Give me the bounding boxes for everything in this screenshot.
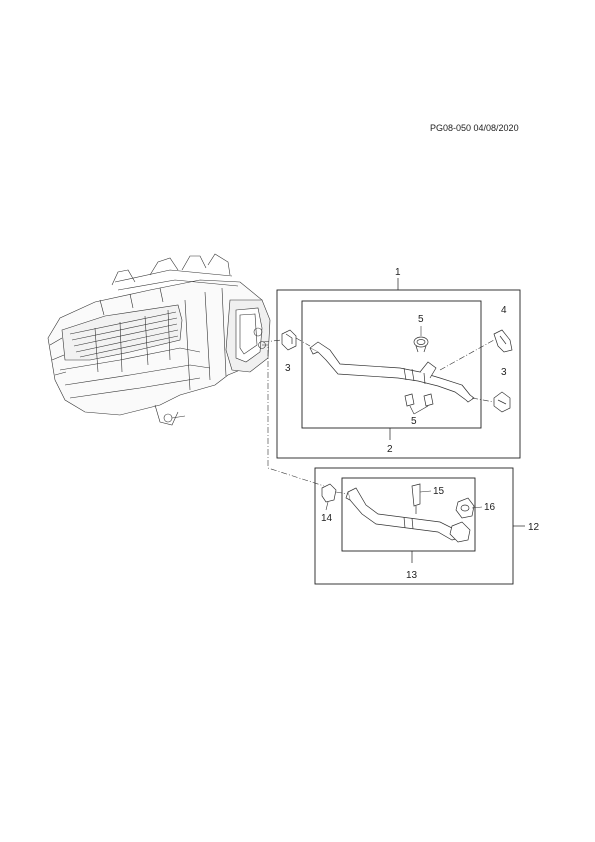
callout-5-bottom: 5 xyxy=(411,416,417,427)
clamp-5-top xyxy=(413,336,429,353)
clip-15 xyxy=(411,483,421,514)
heater-hose-2 xyxy=(309,341,475,403)
callout-15: 15 xyxy=(433,486,445,497)
hvac-unit-illustration xyxy=(47,253,271,426)
quick-connector-3-right xyxy=(493,391,511,413)
callout-5-top: 5 xyxy=(418,314,424,325)
hose-2-frame xyxy=(301,300,482,429)
hose-13-frame xyxy=(341,477,476,552)
callout-1: 1 xyxy=(395,267,401,278)
callout-13: 13 xyxy=(406,570,418,581)
hose-13-end-connector xyxy=(449,521,471,543)
callout-14: 14 xyxy=(321,513,333,524)
quick-connector-16 xyxy=(455,497,475,519)
quick-connector-4 xyxy=(493,329,513,353)
callout-ticks xyxy=(325,326,483,511)
assembly-1-frame xyxy=(276,289,521,459)
callout-3-right: 3 xyxy=(501,367,507,378)
quick-connector-14 xyxy=(321,483,337,503)
leader-lines xyxy=(262,337,495,495)
callout-12: 12 xyxy=(528,522,540,533)
clips-5-bottom xyxy=(404,393,434,407)
quick-connector-3-left xyxy=(281,329,297,351)
callout-16: 16 xyxy=(484,502,496,513)
callout-3-left: 3 xyxy=(285,363,291,374)
callout-4: 4 xyxy=(501,305,507,316)
diagram-reference-code: PG08-050 04/08/2020 xyxy=(430,123,519,133)
callout-2: 2 xyxy=(387,444,393,455)
